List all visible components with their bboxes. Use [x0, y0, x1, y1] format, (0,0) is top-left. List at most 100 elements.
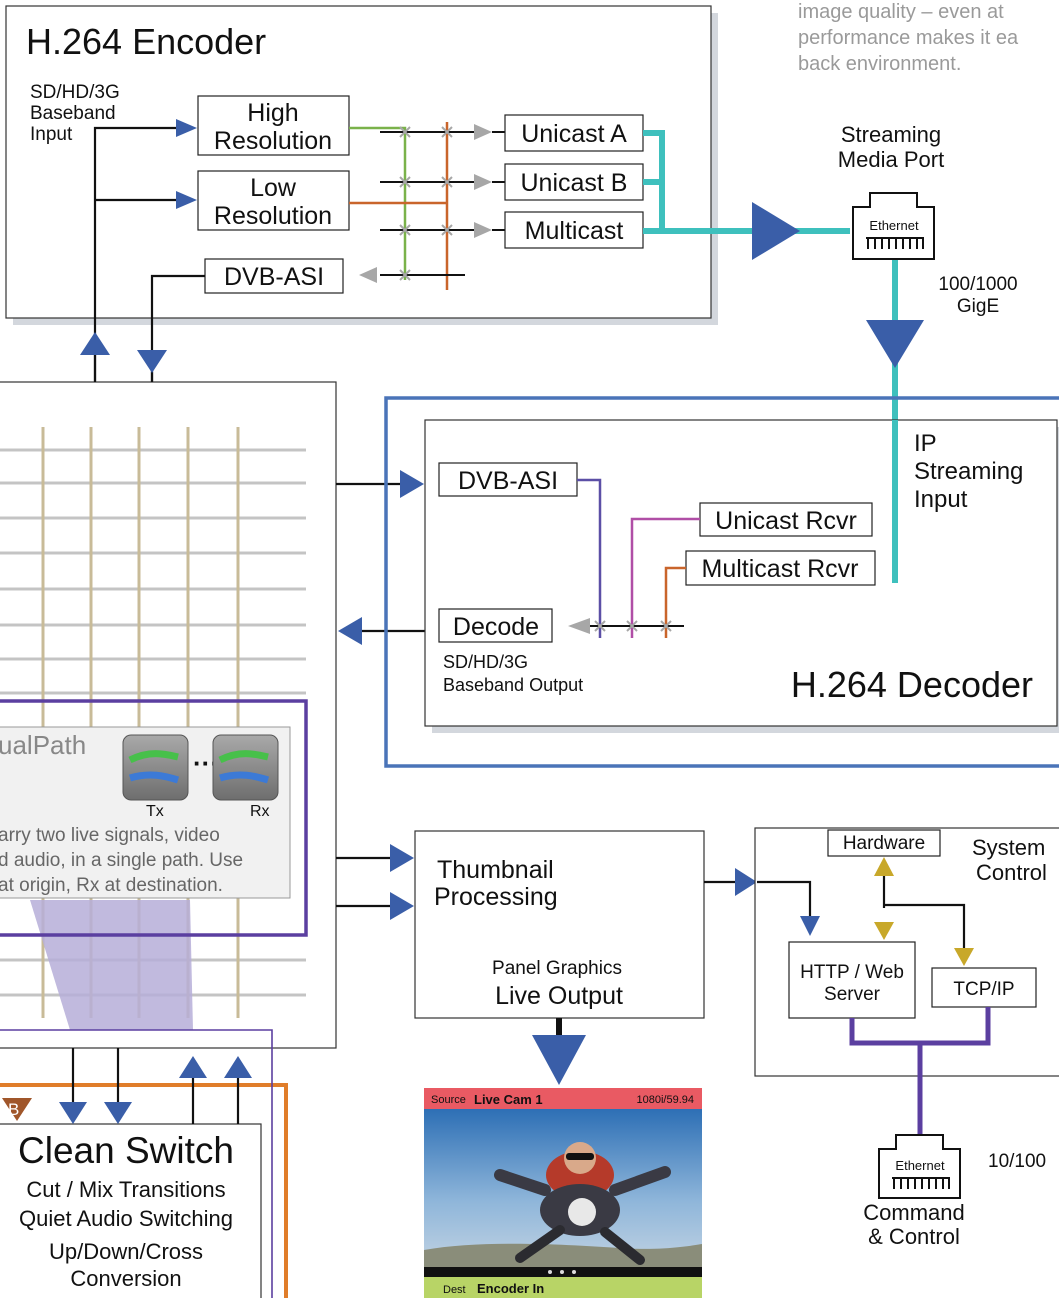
encoder-crosspoints	[399, 126, 453, 281]
unicast-b-box	[504, 163, 644, 201]
low-res-bus	[349, 122, 449, 290]
arrow-to-high-res	[176, 119, 197, 137]
arrow-decoder-to-router	[338, 617, 362, 645]
command-label-1: Command	[863, 1200, 964, 1225]
dvb-asi-bus	[577, 478, 602, 638]
arrow-to-tcp	[954, 948, 974, 966]
dvb-asi-input-line	[150, 274, 205, 382]
arrow-router-to-switch-1	[59, 1102, 87, 1124]
arrow-to-decode	[568, 618, 590, 634]
panel-graphics-label: Panel Graphics	[492, 958, 622, 979]
clean-switch-title: Clean Switch	[18, 1130, 234, 1171]
arrow-encoder-to-router	[137, 350, 167, 373]
arrow-to-monitor	[532, 1035, 586, 1085]
monitor-dest-bar	[424, 1277, 702, 1298]
low-res-box	[197, 170, 350, 231]
monitor-preview: Source Live Cam 1 1080i/59.94 Dest Encod…	[424, 1088, 702, 1298]
encoder-title: H.264 Encoder	[26, 21, 266, 62]
arrow-router-to-encoder	[80, 332, 110, 355]
monitor-dest-name: Encoder In	[477, 1281, 544, 1296]
system-title-2: Control	[976, 860, 1047, 885]
ip-input-label-2: Streaming	[914, 458, 1023, 485]
monitor-source-bar	[424, 1088, 702, 1109]
high-res-box	[197, 95, 350, 156]
system-title-1: System	[972, 835, 1045, 860]
tcp-ip-label: TCP/IP	[953, 979, 1014, 1000]
monitor-source-tag: Source	[431, 1094, 466, 1106]
multicast-label: Multicast	[525, 217, 624, 245]
arrow-switch-to-router-1	[179, 1056, 207, 1078]
decoder-outer-frame	[384, 396, 1059, 768]
b-badge-marker	[2, 1098, 32, 1121]
arrow-to-streaming-port	[752, 202, 800, 260]
tx-icon	[122, 734, 189, 801]
enc-dvb-asi-box	[204, 258, 344, 294]
clean-switch-orange-frame	[0, 1083, 288, 1300]
arrow-to-decoder	[866, 320, 924, 368]
clean-switch-line-3: Up/Down/Cross	[49, 1239, 203, 1264]
intro-line-3: back environment.	[798, 53, 961, 75]
hw-arrow-up	[874, 857, 894, 876]
monitor-dest-tag: Dest	[443, 1284, 466, 1296]
intro-text: image quality – even at performance make…	[798, 1, 1019, 75]
intro-line-2: performance makes it ea	[798, 27, 1019, 49]
unicast-b-label: Unicast B	[521, 169, 628, 197]
dualpath-desc-2: d audio, in a single path. Use	[0, 850, 243, 871]
arrow-dvb-asi-out	[359, 267, 377, 283]
thumbnail-title-2: Processing	[434, 883, 558, 911]
decode-label: Decode	[453, 613, 539, 641]
monitor-source-name: Live Cam 1	[474, 1092, 543, 1107]
skydivers-image	[494, 1142, 671, 1265]
high-res-label-1: High	[247, 99, 298, 127]
thumbnail-processing-block: Thumbnail Processing Panel Graphics Live…	[414, 830, 757, 1085]
unicast-rcvr-box	[699, 502, 873, 537]
dec-output-label-1: SD/HD/3G	[443, 652, 528, 672]
control-jack-label: Ethernet	[895, 1158, 945, 1173]
arrow-unicast-a	[474, 124, 492, 140]
dualpath-desc-1: arry two live signals, video	[0, 825, 220, 846]
dualpath-highlight	[30, 900, 193, 1030]
dec-dvb-asi-label: DVB-ASI	[458, 467, 558, 495]
arrow-router-to-thumbnail-1	[390, 844, 414, 872]
low-res-label-1: Low	[250, 174, 297, 202]
ip-input-label-3: Input	[914, 486, 968, 513]
dualpath-frame	[0, 699, 308, 937]
encoder-input-line	[93, 126, 178, 382]
unicast-rcvr-label: Unicast Rcvr	[715, 507, 857, 535]
control-ethernet-icon	[878, 1134, 961, 1199]
h264-decoder-block: IP Streaming Input DVB-ASI Unicast Rcvr …	[384, 396, 1059, 768]
multicast-rcvr-label: Multicast Rcvr	[702, 555, 859, 583]
multicast-bus	[664, 566, 686, 638]
high-res-label-2: Resolution	[214, 127, 332, 155]
decoder-title: H.264 Decoder	[791, 664, 1033, 705]
clean-switch-line-1: Cut / Mix Transitions	[26, 1177, 225, 1202]
multicast-box	[504, 211, 644, 249]
decode-box	[438, 608, 553, 643]
encoder-input-label-1: SD/HD/3G	[30, 82, 120, 103]
gige-speed-1: 100/1000	[938, 274, 1017, 295]
ethernet-jack-icon	[852, 192, 935, 260]
clean-switch-line-4: Conversion	[70, 1266, 181, 1291]
streaming-port-label-2: Media Port	[838, 147, 944, 172]
clean-switch-purple-line	[0, 1029, 273, 1300]
arrow-switch-to-router-2	[224, 1056, 252, 1078]
intro-line-1: image quality – even at	[798, 1, 1004, 23]
hardware-label: Hardware	[843, 833, 925, 854]
decoder-crosspoints	[594, 620, 672, 632]
command-label-2: & Control	[868, 1224, 960, 1249]
clean-switch-line-2: Quiet Audio Switching	[19, 1206, 233, 1231]
b-badge-label: B	[8, 1100, 19, 1119]
rx-icon	[212, 734, 279, 801]
thumbnail-box	[414, 830, 705, 1019]
hardware-box	[827, 829, 941, 857]
enc-dvb-asi-label: DVB-ASI	[224, 263, 324, 291]
unicast-a-label: Unicast A	[521, 120, 627, 148]
arrow-multicast	[474, 222, 492, 238]
router-matrix: ualPath Tx ··· Rx arry two live signals,…	[0, 332, 440, 1049]
streaming-media-port: Streaming Media Port Ethernet 100/1000 G…	[838, 122, 1018, 317]
dualpath-title: ualPath	[0, 730, 86, 760]
arrow-thumbnail-to-system	[735, 868, 757, 896]
streaming-jack-label: Ethernet	[869, 218, 919, 233]
http-server-box	[788, 941, 916, 1019]
